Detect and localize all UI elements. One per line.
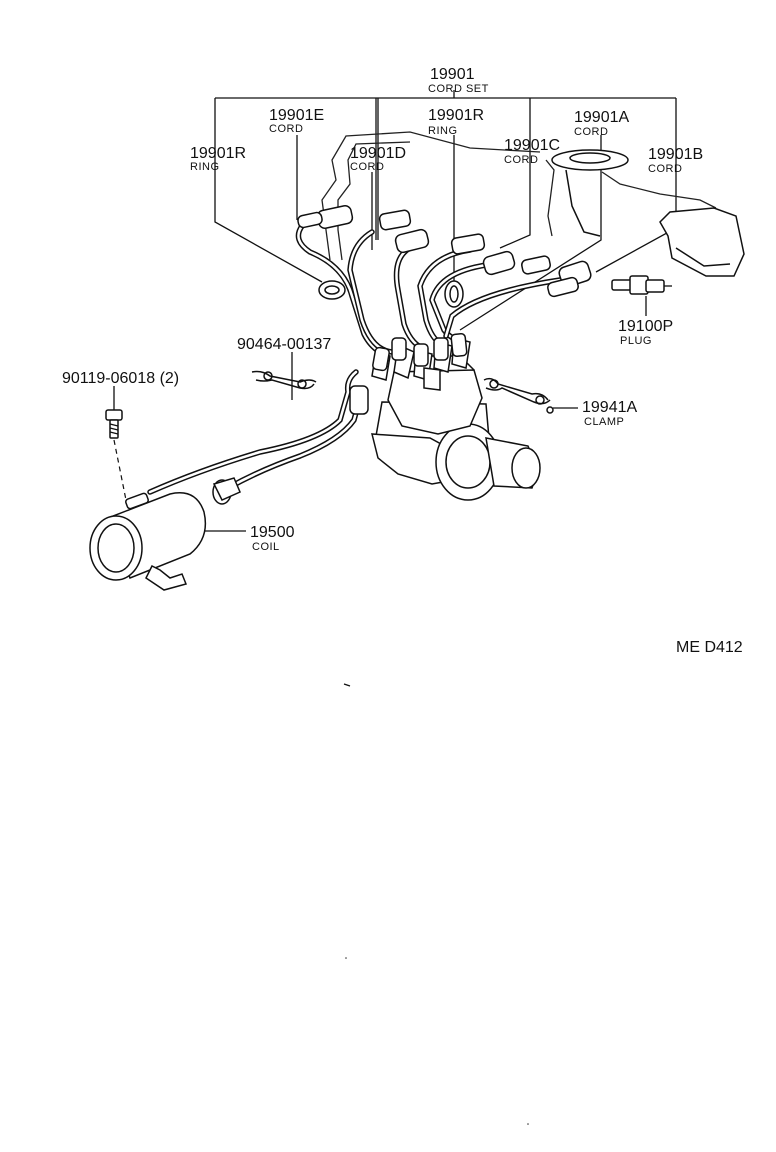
rings <box>318 280 464 308</box>
callout-ring-left: 19901R RING <box>190 145 246 173</box>
ring-left-icon <box>318 280 346 300</box>
svg-text:19901A: 19901A <box>574 109 629 126</box>
callout-cord-e: 19901E CORD <box>269 107 324 135</box>
callout-coil: 19500 COIL <box>250 524 295 553</box>
ring-center-icon <box>444 280 464 308</box>
callout-bolt: 90119-06018 (2) <box>62 370 179 387</box>
coil-icon <box>89 477 241 591</box>
svg-text:19901C: 19901C <box>504 137 560 154</box>
callout-cord-d: 19901D CORD <box>350 145 406 173</box>
svg-text:RING: RING <box>190 161 220 173</box>
callout-cord-b: 19901B CORD <box>648 146 703 175</box>
bolt-icon <box>105 409 127 501</box>
leader-lines <box>113 90 677 532</box>
diagram-code: ME D412 <box>676 639 743 656</box>
callout-cord-set: 19901 CORD SET <box>428 66 489 95</box>
svg-text:19901R: 19901R <box>428 107 484 124</box>
svg-text:19901: 19901 <box>430 66 475 83</box>
callout-cord-c: 19901C CORD <box>504 137 560 166</box>
callout-bracket: 90464-00137 <box>237 336 331 353</box>
svg-text:90464-00137: 90464-00137 <box>237 336 331 353</box>
svg-text:19500: 19500 <box>250 524 295 541</box>
svg-text:19901E: 19901E <box>269 107 324 124</box>
svg-text:CLAMP: CLAMP <box>584 416 624 428</box>
svg-text:CORD: CORD <box>269 123 303 135</box>
svg-text:19941A: 19941A <box>582 399 637 416</box>
callout-clamp: 19941A CLAMP <box>582 399 637 428</box>
svg-text:19100P: 19100P <box>618 318 673 335</box>
distributor <box>371 337 541 501</box>
svg-text:19901D: 19901D <box>350 145 406 162</box>
clamp-icon <box>483 377 554 414</box>
svg-text:CORD: CORD <box>350 161 384 173</box>
plug-boots <box>297 205 592 415</box>
bracket-icon <box>251 370 317 390</box>
svg-text:CORD: CORD <box>574 126 608 138</box>
callout-plug: 19100P PLUG <box>618 318 673 347</box>
svg-text:CORD SET: CORD SET <box>428 83 489 95</box>
callout-labels: 19901 CORD SET 19901E CORD 19901R RING 1… <box>62 66 743 656</box>
svg-text:RING: RING <box>428 125 458 137</box>
svg-text:90119-06018 (2): 90119-06018 (2) <box>62 370 179 387</box>
ignition-cords <box>147 223 563 495</box>
svg-text:19901R: 19901R <box>190 145 246 162</box>
callout-ring-center: 19901R RING <box>428 107 484 137</box>
svg-text:CORD: CORD <box>504 154 538 166</box>
scan-specks <box>343 683 529 1125</box>
svg-text:19901B: 19901B <box>648 146 703 163</box>
svg-text:COIL: COIL <box>252 541 280 553</box>
callout-cord-a: 19901A CORD <box>574 109 629 138</box>
spark-plug-icon <box>611 275 672 295</box>
svg-text:PLUG: PLUG <box>620 335 652 347</box>
svg-text:CORD: CORD <box>648 163 682 175</box>
engine-outline <box>321 131 745 277</box>
